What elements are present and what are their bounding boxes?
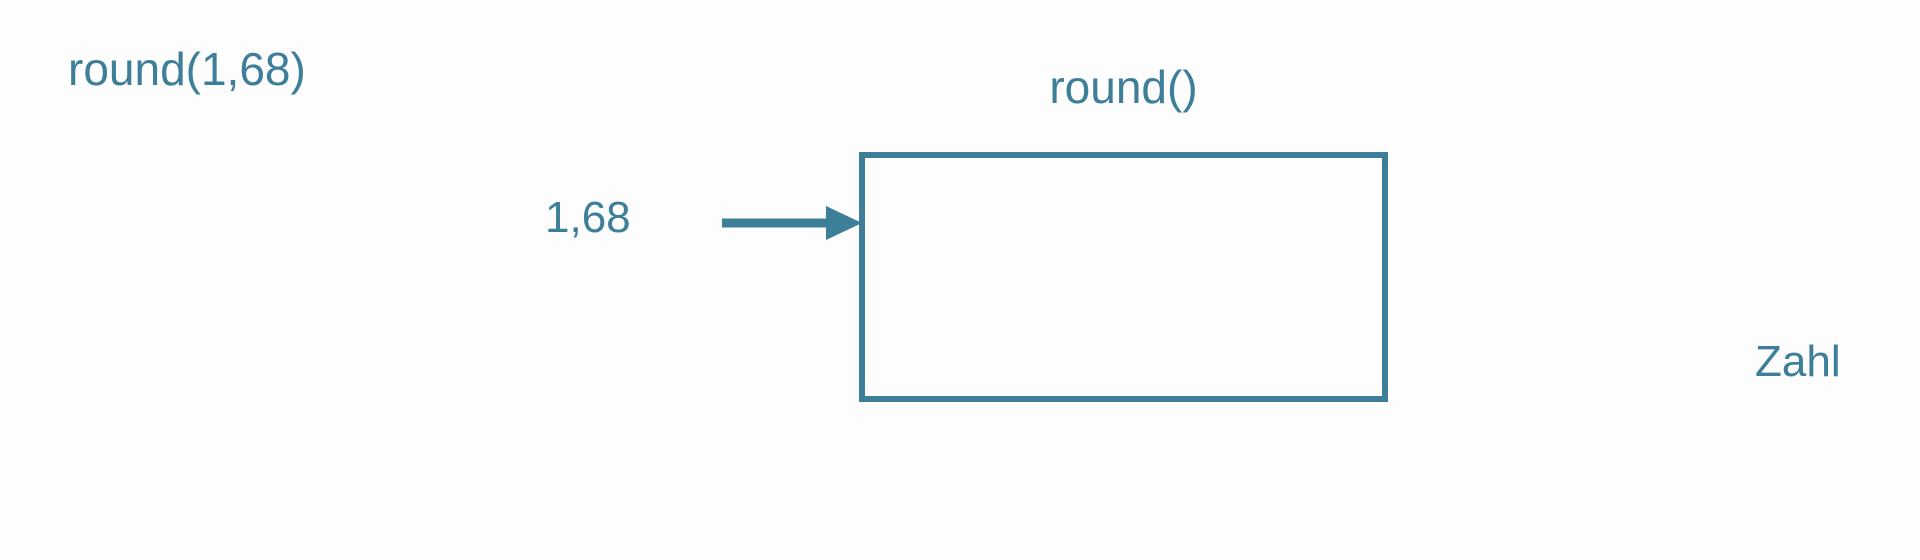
arrow-head bbox=[826, 206, 862, 240]
function-box: Zahl bbox=[859, 152, 1841, 402]
input-arrow-icon bbox=[722, 206, 862, 240]
expression-label: round(1,68) bbox=[68, 43, 306, 95]
parameter-label-zahl: Zahl bbox=[1755, 337, 1841, 386]
function-title: round() bbox=[1049, 61, 1198, 113]
input-value-label: 1,68 bbox=[545, 193, 631, 242]
